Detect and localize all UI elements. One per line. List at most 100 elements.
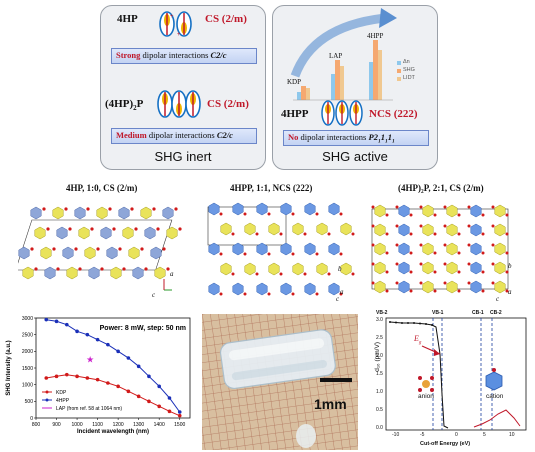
axis-c-label: c [152, 291, 156, 299]
molecule-ring [220, 262, 232, 276]
atom [130, 207, 134, 211]
data-point-kdp [177, 413, 182, 418]
molecule-ring [280, 282, 292, 296]
atom [467, 205, 471, 209]
atom [243, 252, 247, 256]
molecule-ring [446, 223, 458, 237]
molecule-ring [208, 282, 220, 296]
data-point-kdp [95, 377, 100, 382]
atom [491, 243, 495, 247]
band-vb1: VB-1 [432, 310, 444, 316]
atom [303, 232, 307, 236]
atom [433, 213, 437, 217]
strength-medium: Medium [116, 130, 147, 140]
atom [467, 281, 471, 285]
atom [433, 270, 437, 274]
legend-lidt: LIDT [403, 75, 415, 81]
molecule-ring [34, 226, 46, 240]
y-tick-label: 500 [25, 399, 34, 405]
dos-ytick: 2.0 [376, 353, 383, 359]
atom [144, 267, 148, 271]
molecule-ring [244, 222, 256, 236]
molecule-ring [398, 261, 410, 275]
data-point-kdp [147, 399, 151, 404]
atom [108, 207, 112, 211]
inert-interaction-bar-1: Strong dipolar interactions C2/c [111, 48, 257, 64]
inert-row1-group: CS (2/m) [205, 13, 247, 25]
molecule-ring [398, 280, 410, 294]
atom [419, 224, 423, 228]
legend-label: 4HPP [56, 398, 70, 404]
dipole-molecule-icon [157, 90, 201, 118]
inert-row1-name: 4HP [117, 13, 138, 25]
molecule-ring [422, 261, 434, 275]
molecule-ring [280, 242, 292, 256]
atom [371, 262, 375, 266]
y-tick-label: 3000 [22, 316, 33, 322]
atom [339, 292, 343, 296]
molecule-ring [100, 226, 112, 240]
data-point-4hpp [106, 342, 110, 347]
structure-title-4hp: 4HP, 1:0, CS (2/m) [66, 183, 138, 193]
data-point-kdp [167, 409, 172, 414]
data-point-kdp [157, 404, 161, 409]
molecule-ring [494, 280, 506, 294]
series-line-4hpp [46, 319, 181, 413]
dipole-molecule-icon: + + [159, 11, 192, 38]
atom [174, 207, 178, 211]
molecule-ring [374, 280, 386, 294]
atom [409, 270, 413, 274]
molecule-ring [232, 202, 244, 216]
atom [395, 262, 399, 266]
legend-swatch-dot [45, 390, 49, 394]
axis-c-label: c [336, 295, 340, 303]
molecule-ring [66, 266, 78, 280]
space-group: P211111 [368, 132, 395, 145]
grid-paper-image [202, 314, 358, 450]
molecule-ring [374, 261, 386, 275]
atom [371, 205, 375, 209]
space-group: C2/c [210, 50, 227, 60]
cation-label: cation [486, 393, 504, 400]
dos-xtick: -5 [420, 432, 425, 438]
molecule-ring [340, 262, 352, 276]
molecule-ring [220, 222, 232, 236]
atom [30, 247, 34, 251]
molecule-ring [446, 242, 458, 256]
molecule-ring [18, 246, 30, 260]
atom [68, 227, 72, 231]
legend-label: LAP (from ref. 58 at 1064 nm) [56, 406, 122, 412]
atom [371, 224, 375, 228]
atom [291, 212, 295, 216]
molecule-ring [446, 280, 458, 294]
atom [140, 247, 144, 251]
atom [419, 205, 423, 209]
axis-b-label: b [338, 265, 342, 273]
crystal-structure-4hp2p [371, 204, 509, 294]
molecule-ring [256, 242, 268, 256]
y-axis-label: SHG Intensity (a.u.) [6, 340, 12, 395]
molecule-ring [422, 223, 434, 237]
atom [491, 205, 495, 209]
data-point-kdp [85, 376, 90, 380]
space-group: C2/c [216, 130, 233, 140]
atom [443, 262, 447, 266]
molecule-ring [422, 242, 434, 256]
label-lap: LAP [329, 52, 343, 60]
atom [505, 232, 509, 236]
dos-ytick: 1.5 [376, 371, 383, 377]
atom [178, 227, 182, 231]
atom [385, 213, 389, 217]
molecule-ring [52, 206, 64, 220]
cation-structure-icon [485, 368, 503, 391]
lap-star-marker: ★ [86, 355, 94, 365]
atom [409, 289, 413, 293]
structure-title-4hp2p: (4HP)₂P, 2:1, CS (2/m) [398, 183, 484, 193]
molecule-ring [316, 262, 328, 276]
x-tick-label: 1200 [113, 422, 124, 428]
molecule-ring [232, 282, 244, 296]
x-tick-label: 800 [32, 422, 41, 428]
label-kdp: KDP [287, 78, 302, 86]
atom [327, 232, 331, 236]
atom [385, 251, 389, 255]
